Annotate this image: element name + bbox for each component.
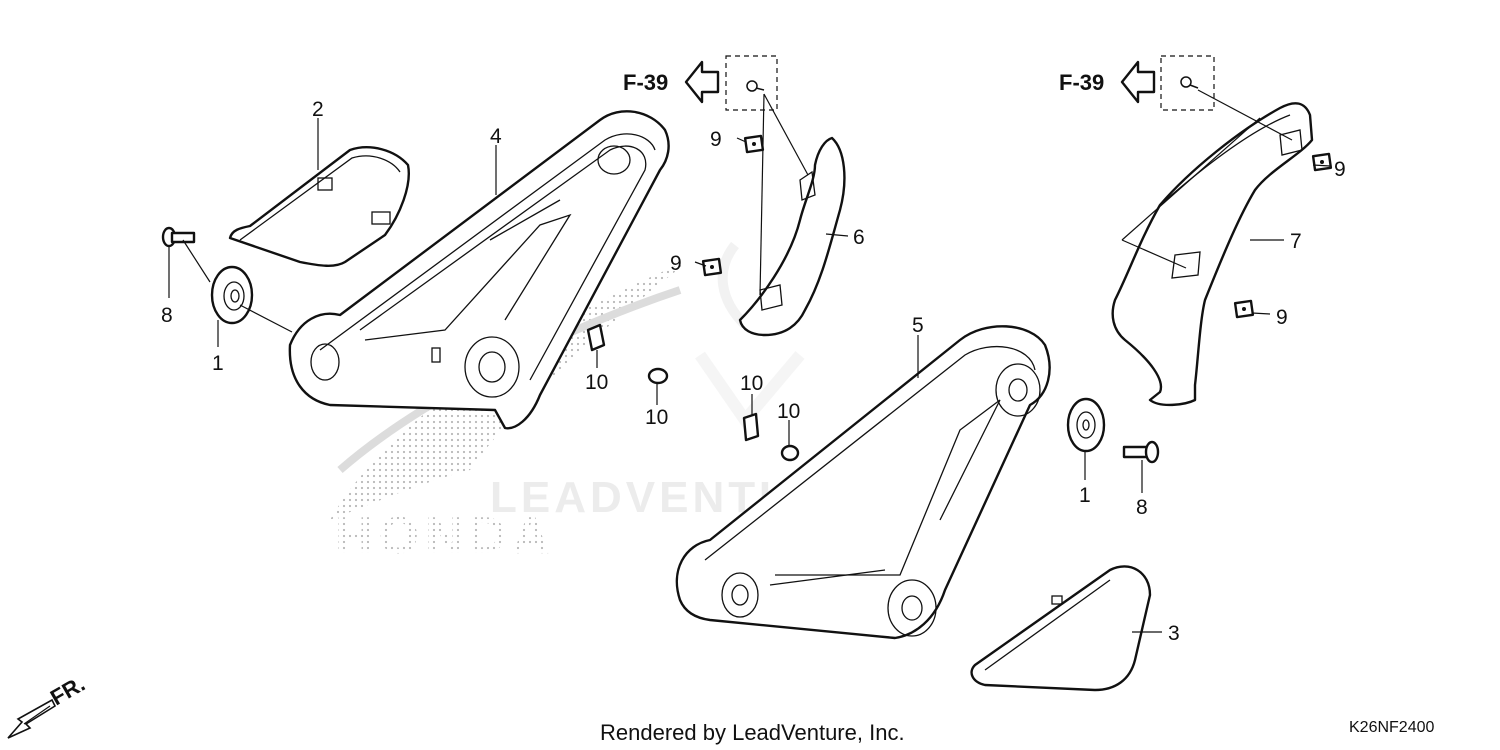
footer-credit: Rendered by LeadVenture, Inc. (600, 720, 905, 745)
callout-10-a: 10 (585, 371, 608, 394)
part-7-cover-right[interactable] (1111, 102, 1314, 407)
leader-lines (168, 89, 1331, 633)
part-10-clip-4[interactable] (780, 444, 800, 462)
page-reference-right[interactable]: F-39 (1059, 70, 1104, 95)
diagram-code: K26NF2400 (1349, 719, 1434, 736)
callout-7: 7 (1290, 230, 1302, 253)
part-1-grommet-left[interactable] (210, 265, 254, 325)
part-9-clip-nut-4[interactable] (1233, 299, 1255, 319)
callout-9-b: 9 (670, 252, 682, 275)
part-6-cover-left[interactable] (738, 136, 846, 337)
callout-9-c: 9 (1334, 158, 1346, 181)
screw-reference-box-right (1160, 55, 1215, 111)
part-5-frame-cover-right[interactable] (675, 325, 1051, 640)
page-reference-left[interactable]: F-39 (623, 70, 668, 95)
part-3-side-cover-right[interactable] (970, 565, 1152, 692)
part-10-clip-3[interactable] (742, 412, 760, 442)
part-8-bolt-left[interactable] (161, 226, 196, 248)
part-9-clip-nut-2[interactable] (701, 257, 723, 277)
callout-8-right: 8 (1136, 496, 1148, 519)
part-4-frame-cover-left[interactable] (288, 110, 670, 430)
callout-8-left: 8 (161, 304, 173, 327)
part-1-grommet-right[interactable] (1066, 397, 1106, 453)
callout-6: 6 (853, 226, 865, 249)
callout-9-d: 9 (1276, 306, 1288, 329)
part-10-clip-2[interactable] (647, 367, 669, 385)
callout-10-b: 10 (645, 406, 668, 429)
callout-4: 4 (490, 125, 502, 148)
front-direction-arrow-icon (7, 698, 57, 739)
reference-arrow-right-icon (1120, 60, 1156, 104)
callout-9-a: 9 (710, 128, 722, 151)
part-10-clip-1[interactable] (586, 323, 606, 352)
callout-1-right: 1 (1079, 484, 1091, 507)
callout-1-left: 1 (212, 352, 224, 375)
screw-reference-box-left (725, 55, 778, 111)
honda-watermark: HONDA (335, 507, 556, 565)
part-9-clip-nut-3[interactable] (1311, 152, 1333, 172)
callout-10-d: 10 (777, 400, 800, 423)
callout-2: 2 (312, 98, 324, 121)
part-2-side-cover-left[interactable] (228, 146, 410, 267)
reference-arrow-left-icon (684, 60, 720, 104)
part-8-bolt-right[interactable] (1122, 440, 1160, 464)
callout-3: 3 (1168, 622, 1180, 645)
callout-10-c: 10 (740, 372, 763, 395)
part-9-clip-nut-1[interactable] (743, 134, 765, 154)
callout-5: 5 (912, 314, 924, 337)
